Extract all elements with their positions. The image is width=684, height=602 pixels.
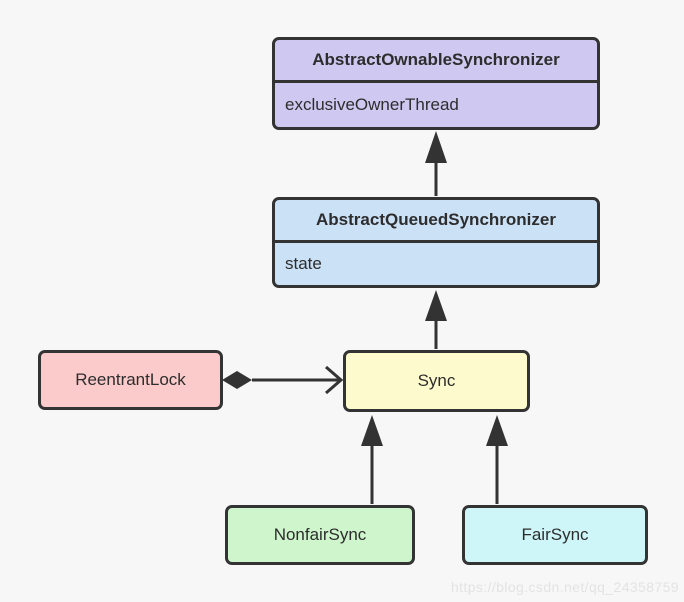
composition-diamond-icon <box>222 371 252 389</box>
class-box-abstract-queued-synchronizer: AbstractQueuedSynchronizer state <box>272 197 600 288</box>
class-title: Sync <box>417 371 456 390</box>
triangle-arrowhead-icon <box>425 131 447 163</box>
class-box-reentrant-lock: ReentrantLock <box>38 350 223 410</box>
class-title: ReentrantLock <box>75 370 186 389</box>
inheritance-arrow-aqs-to-aos <box>425 131 447 196</box>
inheritance-arrow-sync-to-aqs <box>425 290 447 349</box>
inheritance-arrow-nonfairsync-to-sync <box>361 415 383 504</box>
composition-connector-reentrantlock-to-sync <box>222 365 344 395</box>
class-title: AbstractQueuedSynchronizer <box>316 210 556 229</box>
watermark: https://blog.csdn.net/qq_24358759 <box>450 579 679 595</box>
triangle-arrowhead-icon <box>361 415 383 446</box>
class-field: state <box>275 240 597 285</box>
class-box-fair-sync: FairSync <box>462 505 648 565</box>
inheritance-arrow-fairsync-to-sync <box>486 415 508 504</box>
class-title: NonfairSync <box>273 525 367 544</box>
class-title: AbstractOwnableSynchronizer <box>312 50 560 69</box>
class-box-abstract-ownable-synchronizer: AbstractOwnableSynchronizer exclusiveOwn… <box>272 37 600 130</box>
triangle-arrowhead-icon <box>425 290 447 321</box>
class-field: exclusiveOwnerThread <box>275 80 597 127</box>
class-box-sync: Sync <box>343 350 530 412</box>
class-title: FairSync <box>521 525 589 544</box>
triangle-arrowhead-icon <box>486 415 508 446</box>
open-arrowhead-icon <box>325 365 344 395</box>
class-box-nonfair-sync: NonfairSync <box>225 505 415 565</box>
